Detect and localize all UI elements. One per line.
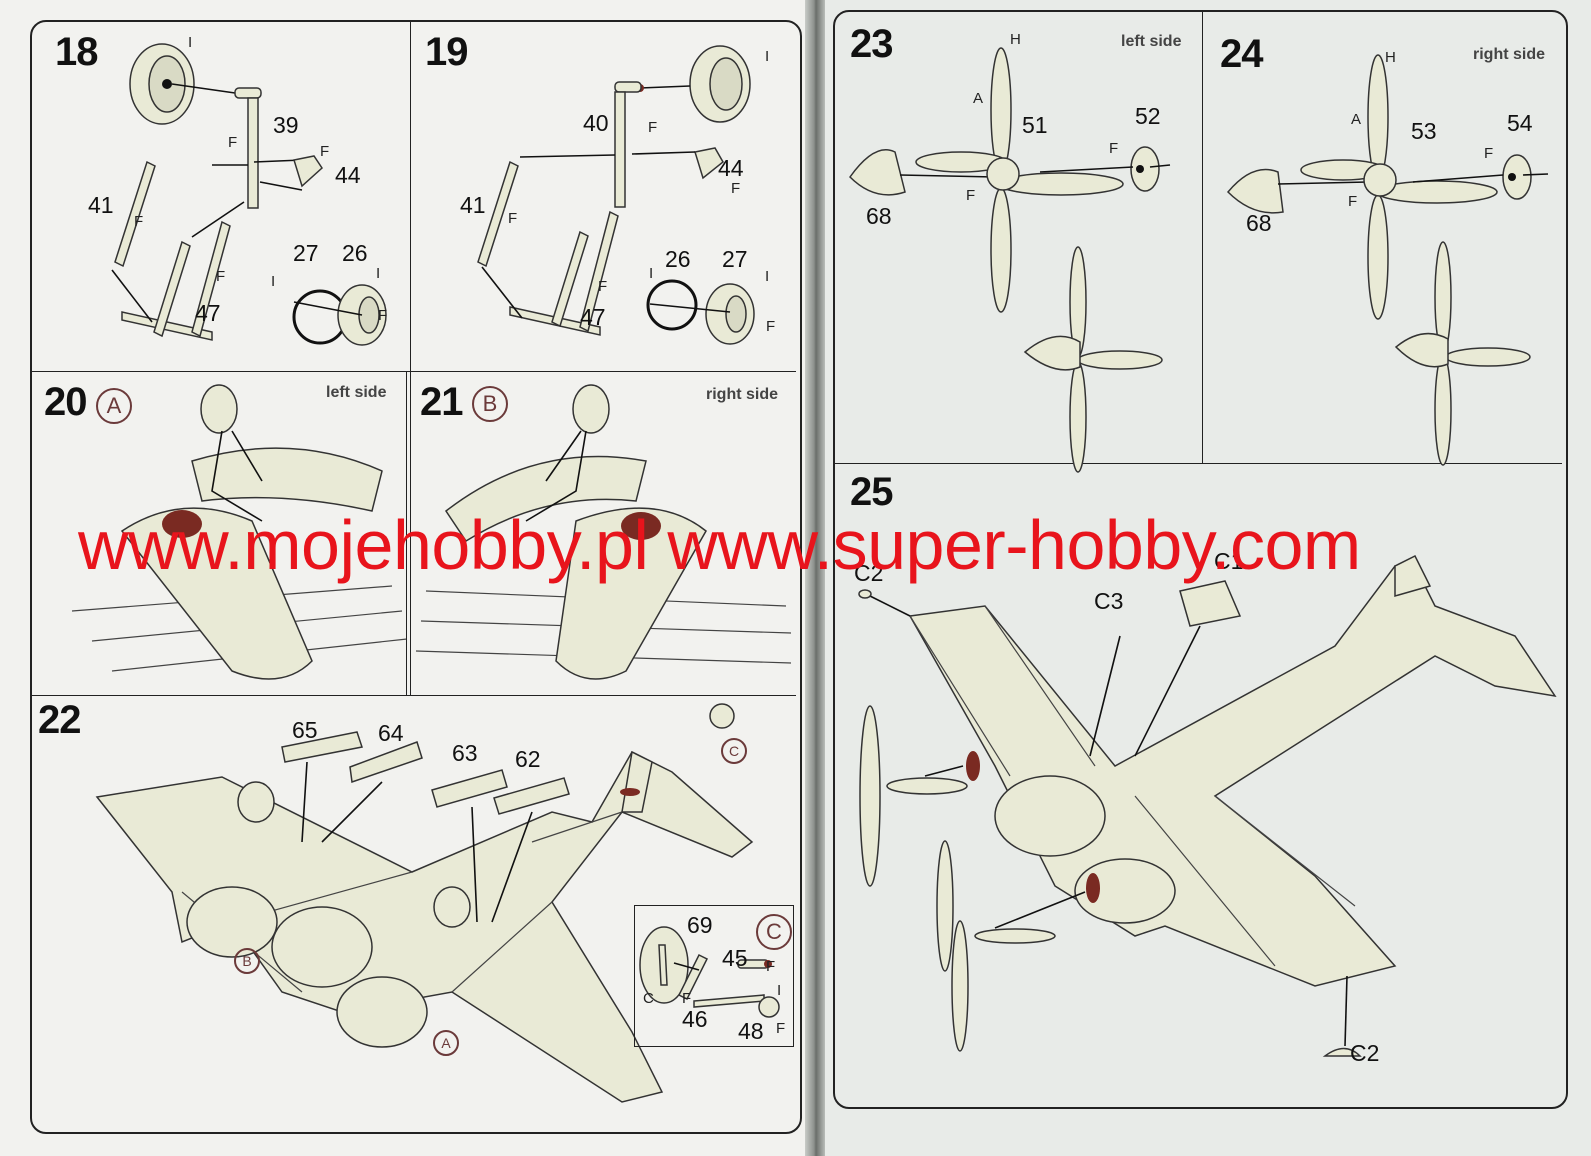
letter-label: F: [228, 134, 238, 151]
letter-label: F: [378, 307, 388, 324]
step-20-number: 20: [44, 380, 87, 424]
step-20-diagram: [71, 384, 408, 680]
letter-label: C: [643, 990, 654, 1007]
part-label-69: 69: [687, 912, 713, 938]
letter-label: F: [966, 187, 976, 204]
part-label-51: 51: [1022, 112, 1048, 138]
letter-label: F: [776, 1020, 786, 1037]
part-label-54: 54: [1507, 110, 1533, 136]
letter-label: I: [649, 265, 654, 282]
step-24-panel: [1203, 12, 1562, 464]
part-label-47: 47: [580, 304, 606, 330]
part-label-c2: C2: [854, 560, 884, 586]
step-18-diagram: [111, 43, 387, 346]
part-label-52: 52: [1135, 103, 1161, 129]
letter-label: F: [134, 213, 144, 230]
part-label-44: 44: [335, 162, 361, 188]
step-23-number: 23: [850, 22, 893, 66]
part-label-46: 46: [682, 1006, 708, 1032]
part-label-26: 26: [665, 246, 691, 272]
part-label-68: 68: [1246, 210, 1272, 236]
part-label-39: 39: [273, 112, 299, 138]
letter-label: I: [376, 265, 381, 282]
step-24-number: 24: [1220, 32, 1263, 76]
book-gutter: [805, 0, 825, 1156]
step-20-panel: [32, 371, 411, 696]
letter-label: F: [1109, 140, 1119, 157]
step-23-panel: [835, 12, 1203, 464]
part-label-26: 26: [342, 240, 368, 266]
part-label-64: 64: [378, 720, 404, 746]
part-label-63: 63: [452, 740, 478, 766]
letter-label: I: [777, 982, 782, 999]
letter-label: F: [682, 990, 692, 1007]
marker-c: C: [721, 738, 747, 764]
right-page-frame: [833, 10, 1568, 1109]
step-22-diagram: [95, 703, 754, 1103]
letter-label: I: [271, 273, 276, 290]
step-24-side-label: right side: [1473, 46, 1546, 63]
step-21-side-label: right side: [706, 386, 779, 403]
step-24-diagram: [1226, 54, 1549, 466]
step-20-badge: A: [96, 388, 132, 424]
step-21-badge: B: [472, 386, 508, 422]
part-label-41: 41: [460, 192, 486, 218]
letter-label: F: [1484, 145, 1494, 162]
letter-label: F: [766, 958, 776, 975]
step-18-number: 18: [55, 30, 98, 74]
detail-c-diagram: [639, 926, 780, 1018]
part-label-c2-bottom: C2: [1350, 1040, 1380, 1066]
part-label-53: 53: [1411, 118, 1437, 144]
letter-label: F: [766, 318, 776, 335]
part-label-c1: C1: [1214, 548, 1244, 574]
step-20-side-label: left side: [326, 384, 387, 401]
part-label-c3: C3: [1094, 588, 1124, 614]
marker-a: A: [433, 1030, 459, 1056]
watermark-text: www.mojehobby.pl www.super-hobby.com: [78, 506, 1361, 584]
step-23-diagram: [849, 47, 1171, 473]
part-label-27: 27: [722, 246, 748, 272]
step-22-number: 22: [38, 698, 81, 742]
part-label-45: 45: [722, 945, 748, 971]
letter-label: H: [1385, 49, 1396, 66]
step-21-panel: [406, 371, 796, 696]
part-label-44: 44: [718, 155, 744, 181]
letter-label: F: [320, 143, 330, 160]
step-21-number: 21: [420, 380, 463, 424]
letter-label: F: [731, 180, 741, 197]
step-21-diagram: [415, 384, 792, 680]
letter-label: I: [765, 268, 770, 285]
letter-label: F: [216, 268, 226, 285]
part-label-68: 68: [866, 203, 892, 229]
letter-label: I: [765, 48, 770, 65]
part-label-48: 48: [738, 1018, 764, 1044]
letter-label: F: [598, 278, 608, 295]
letter-label: A: [973, 90, 984, 107]
part-label-40: 40: [583, 110, 609, 136]
detail-c-badge: C: [756, 914, 792, 950]
step-19-diagram: [477, 45, 755, 345]
step-23-side-label: left side: [1121, 33, 1182, 50]
part-label-47: 47: [195, 300, 221, 326]
part-label-62: 62: [515, 746, 541, 772]
detail-c-box: [634, 905, 794, 1047]
step-25-number: 25: [850, 470, 893, 514]
letter-label: H: [1010, 31, 1021, 48]
letter-label: I: [188, 34, 193, 51]
step-19-number: 19: [425, 30, 468, 74]
letter-label: F: [648, 119, 658, 136]
left-page-frame: [30, 20, 802, 1134]
letter-label: F: [508, 210, 518, 227]
letter-label: F: [1348, 193, 1358, 210]
part-label-65: 65: [292, 717, 318, 743]
step-25-diagram: [858, 554, 1557, 1057]
marker-b: B: [234, 948, 260, 974]
part-label-27: 27: [293, 240, 319, 266]
part-label-41: 41: [88, 192, 114, 218]
letter-label: A: [1351, 111, 1362, 128]
